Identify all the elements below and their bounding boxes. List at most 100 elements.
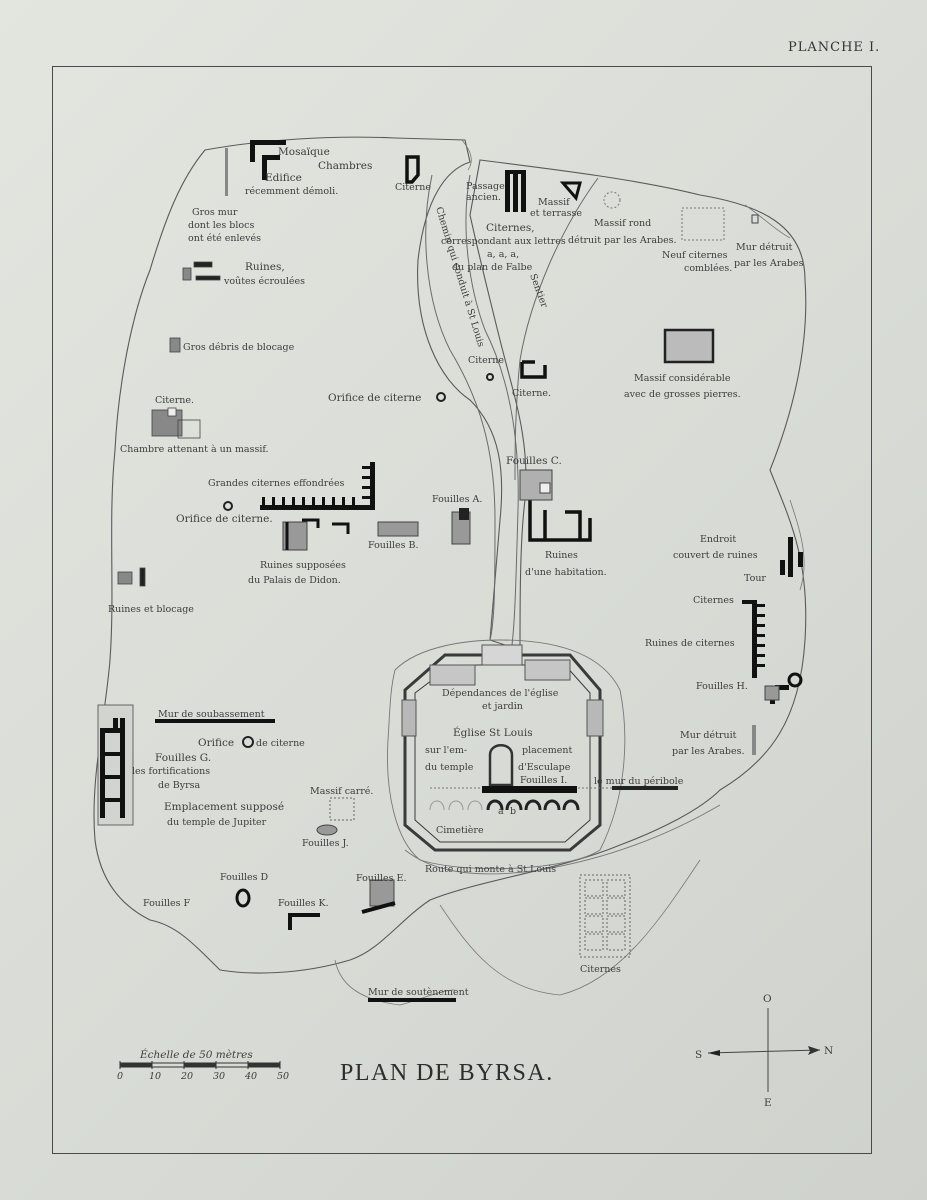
label-citerne-mid2: Citerne. xyxy=(512,388,551,399)
label-neuf-citernes-1: Neuf citernes xyxy=(662,250,728,261)
label-citernes-2: correspondant aux lettres xyxy=(441,236,566,247)
compass-north: N xyxy=(824,1045,833,1057)
label-fouilles-g-1: Fouilles G. xyxy=(155,752,211,764)
plate-number: PLANCHE I. xyxy=(788,40,881,55)
compass-west: O xyxy=(763,993,772,1005)
label-palais-didon: du Palais de Didon. xyxy=(248,575,341,586)
label-citernes-1: Citernes, xyxy=(486,222,535,234)
label-fouilles-c: Fouilles C. xyxy=(506,455,562,467)
label-gros-mur: Gros mur xyxy=(192,207,238,218)
label-massif-considerable-1: Massif considérable xyxy=(634,373,731,384)
map-frame xyxy=(52,66,872,1154)
label-ruines-blocage: Ruines et blocage xyxy=(108,604,194,615)
label-fouilles-g-2: les fortifications xyxy=(132,766,210,777)
scale-tick-label: 20 xyxy=(180,1071,193,1082)
label-neuf-citernes-2: comblées. xyxy=(684,263,732,274)
label-fouilles-k: Fouilles K. xyxy=(278,898,329,909)
label-recemment-demoli: récemment démoli. xyxy=(245,186,338,197)
label-endroit-1: Endroit xyxy=(700,534,736,545)
chemin-path xyxy=(425,174,496,641)
label-grandes-citernes: Grandes citernes effondrées xyxy=(208,478,345,489)
label-mosaique: Mosaïque xyxy=(278,146,330,158)
scale-tick-label: 50 xyxy=(277,1071,289,1082)
label-route: Route qui monte à St Louis xyxy=(425,864,556,875)
label-ruines-habitation-2: d'une habitation. xyxy=(525,567,607,578)
label-dependances-2: et jardin xyxy=(482,701,523,712)
label-cimetiere: Cimetière xyxy=(436,825,484,836)
label-orifice-2: Orifice de citerne. xyxy=(176,513,273,525)
label-citerne-top: Citerne xyxy=(395,182,431,193)
label-passage: Passage xyxy=(466,181,505,192)
label-mur-soubassement: Mur de soubassement xyxy=(158,709,265,720)
label-tour: Tour xyxy=(744,573,766,584)
label-fouilles-h: Fouilles H. xyxy=(696,681,748,692)
scale-tick-label: 30 xyxy=(213,1071,225,1082)
label-endroit-2: couvert de ruines xyxy=(673,550,758,561)
label-mur-detruit-2a: Mur détruit xyxy=(680,730,737,741)
label-eglise-2: sur l'em- xyxy=(425,745,467,756)
label-mur-detruit-1a: Mur détruit xyxy=(736,242,793,253)
scale-bar-fill xyxy=(120,1063,280,1067)
label-fouilles-d: Fouilles D xyxy=(220,872,269,883)
label-fouilles-f: Fouilles F xyxy=(143,898,191,909)
label-orifice-3b: de citerne xyxy=(256,738,305,749)
label-mur-peribole: le mur du péribole xyxy=(594,776,684,787)
map-title: PLAN DE BYRSA. xyxy=(340,1060,554,1086)
label-emplacement-2: du temple de Jupiter xyxy=(167,817,267,828)
label-dont-les-blocs: dont les blocs xyxy=(188,220,254,231)
compass-east: E xyxy=(764,1097,772,1109)
label-citernes-4: du plan de Falbe xyxy=(452,262,533,273)
label-fouilles-i: Fouilles I. xyxy=(520,775,567,786)
road xyxy=(404,804,721,875)
label-fouilles-e: Fouilles E. xyxy=(356,873,407,884)
label-massif-1: Massif xyxy=(538,197,571,208)
label-citerne-left: Citerne. xyxy=(155,395,194,406)
label-eglise-4: du temple xyxy=(425,762,474,773)
label-chemin: Chemin qui conduit à St Louis xyxy=(433,206,486,349)
label-ont-ete-enleves: ont été enlevés xyxy=(188,233,261,244)
label-gros-debris: Gros débris de blocage xyxy=(183,342,295,353)
label-edifice: Edifice xyxy=(265,172,302,184)
label-dependances-1: Dépendances de l'église xyxy=(442,688,559,699)
label-fouilles-a: Fouilles A. xyxy=(432,494,482,505)
label-letter-a: a xyxy=(498,806,504,817)
label-ruines-habitation-1: Ruines xyxy=(545,550,578,561)
scale-caption: Échelle de 50 mètres xyxy=(139,1047,253,1061)
label-citernes-bottom: Citernes xyxy=(580,964,621,975)
label-voutes: voûtes écroulées xyxy=(223,276,305,287)
label-citernes-3: a, a, a, xyxy=(487,249,519,260)
sentier-path xyxy=(514,177,599,481)
label-massif-carre: Massif carré. xyxy=(310,786,373,797)
label-sentier: Sentier xyxy=(527,272,550,309)
label-fouilles-j: Fouilles J. xyxy=(302,838,349,849)
scale-tick-label: 0 xyxy=(117,1071,123,1082)
compass: O N S E xyxy=(695,993,833,1109)
label-ruines: Ruines, xyxy=(245,261,285,273)
label-ruines-citernes: Ruines de citernes xyxy=(645,638,735,649)
label-eglise-3: placement xyxy=(522,745,572,756)
label-mur-detruit-1b: par les Arabes xyxy=(734,258,804,269)
scale-tick-label: 10 xyxy=(149,1071,161,1082)
label-massif-rond-2: détruit par les Arabes. xyxy=(568,235,677,246)
hill-outline xyxy=(93,136,807,974)
label-chambre-attenant: Chambre attenant à un massif. xyxy=(120,444,269,455)
label-citerne-mid: Citerne xyxy=(468,355,504,366)
label-orifice-3a: Orifice xyxy=(198,737,234,749)
label-eglise-5: d'Esculape xyxy=(518,762,571,773)
label-ancien: ancien. xyxy=(466,192,501,203)
label-massif-2: et terrasse xyxy=(530,208,582,219)
label-mur-detruit-2b: par les Arabes. xyxy=(672,746,745,757)
compass-south: S xyxy=(695,1049,702,1061)
label-chambres: Chambres xyxy=(318,160,372,172)
label-citernes-right: Citernes xyxy=(693,595,734,606)
label-letter-b: b xyxy=(510,806,516,817)
label-fouilles-b: Fouilles B. xyxy=(368,540,419,551)
label-orifice-1: Orifice de citerne xyxy=(328,392,421,404)
scale-tick-label: 40 xyxy=(244,1071,257,1082)
label-massif-rond-1: Massif rond xyxy=(594,218,651,229)
label-emplacement-1: Emplacement supposé xyxy=(164,801,284,813)
label-ruines-supposees: Ruines supposées xyxy=(260,560,346,571)
label-mur-soutenement: Mur de soutènement xyxy=(368,987,469,998)
